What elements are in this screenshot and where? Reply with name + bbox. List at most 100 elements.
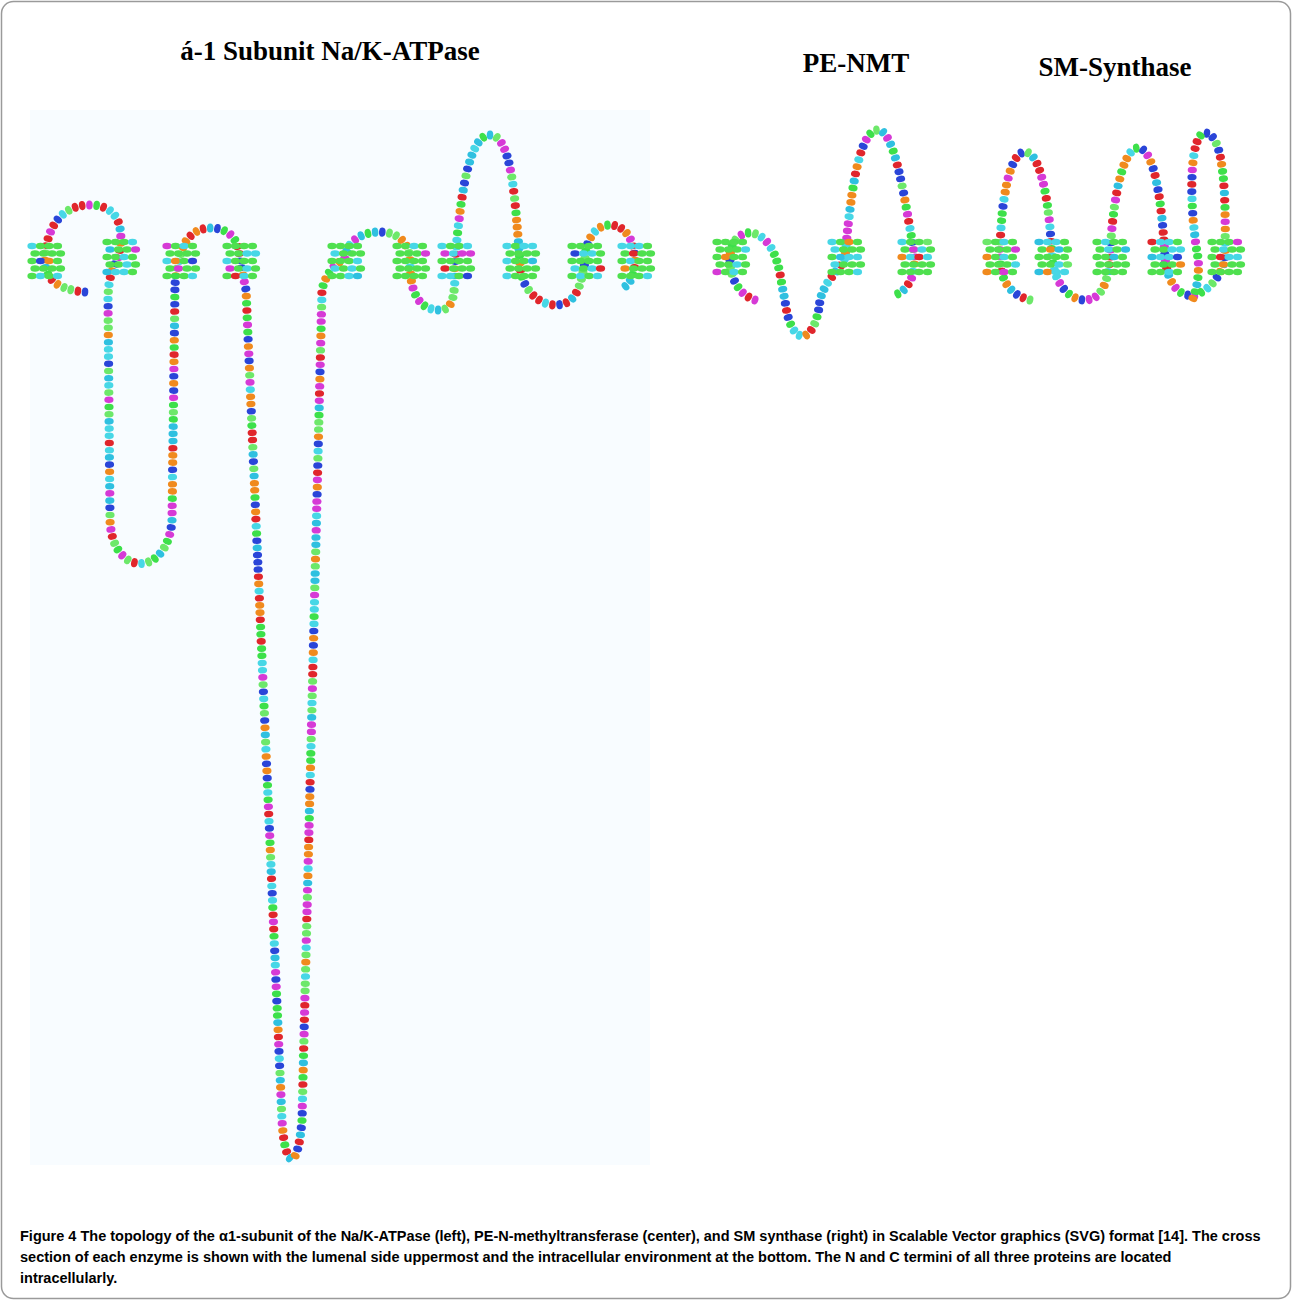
helix-residue — [440, 250, 449, 256]
residue-bead — [505, 166, 515, 174]
residue-bead — [843, 220, 853, 228]
helix-residue — [457, 250, 466, 256]
helix-residue — [900, 261, 909, 267]
helix-residue — [900, 246, 909, 252]
residue-bead — [317, 318, 326, 325]
helix-residue — [418, 243, 427, 249]
helix-residue — [412, 250, 421, 256]
helix-residue — [36, 243, 45, 249]
residue-bead — [1026, 295, 1035, 306]
helix-residue — [454, 243, 463, 249]
helix-residue — [626, 243, 635, 249]
residue-bead — [356, 230, 366, 241]
residue-bead — [249, 473, 258, 480]
helix-residue — [179, 258, 188, 264]
residue-bead — [486, 130, 493, 140]
helix-residue — [926, 246, 935, 252]
helix-residue — [531, 250, 540, 256]
helix-residue — [994, 246, 1003, 252]
helix-residue — [729, 239, 738, 245]
residue-bead — [310, 592, 319, 599]
residue-bead — [280, 1141, 290, 1149]
helix-residue — [982, 239, 991, 245]
helix-residue — [897, 254, 906, 260]
helix-residue — [1109, 254, 1118, 260]
residue-bead — [171, 272, 181, 280]
atpase-chain — [45, 135, 635, 1159]
sm-synthase-chain — [1000, 133, 1225, 305]
residue-bead — [306, 764, 315, 771]
residue-bead — [303, 894, 312, 901]
helix-residue — [579, 250, 588, 256]
residue-bead — [292, 1145, 303, 1154]
residue-bead — [271, 962, 280, 969]
residue-bead — [309, 642, 318, 649]
helix-residue — [502, 243, 511, 249]
residue-bead — [999, 195, 1009, 203]
residue-bead — [265, 832, 274, 839]
residue-bead — [252, 537, 261, 544]
helix-residue — [1043, 269, 1052, 275]
helix-residue — [1167, 261, 1176, 267]
helix-residue — [1063, 261, 1072, 267]
helix-residue — [454, 273, 463, 279]
residue-bead — [317, 289, 326, 296]
helix-residue — [1210, 261, 1219, 267]
helix-residue — [222, 243, 231, 249]
helix-residue — [839, 246, 848, 252]
residue-bead — [302, 923, 311, 930]
residue-bead — [310, 606, 319, 613]
residue-bead — [259, 688, 268, 695]
helix-residue — [856, 246, 865, 252]
residue-bead — [894, 168, 904, 177]
helix-residue — [1207, 269, 1216, 275]
residue-bead — [168, 495, 177, 502]
residue-bead — [305, 815, 314, 822]
residue-bead — [379, 227, 386, 237]
helix-residue — [171, 243, 180, 249]
helix-residue — [1051, 269, 1060, 275]
residue-bead — [297, 1117, 307, 1124]
helix-residue — [721, 269, 730, 275]
residue-bead — [106, 525, 116, 533]
residue-bead — [300, 1016, 309, 1023]
helix-residue — [225, 265, 234, 271]
residue-bead — [169, 373, 178, 380]
residue-bead — [316, 332, 325, 339]
helix-residue — [122, 246, 131, 252]
residue-bead — [105, 440, 114, 447]
helix-residue — [119, 254, 128, 260]
residue-bead — [169, 380, 178, 387]
helix-residue — [906, 269, 915, 275]
residue-bead — [248, 451, 257, 458]
residue-bead — [207, 223, 214, 232]
helix-residue — [502, 273, 511, 279]
helix-residue — [401, 273, 410, 279]
helix-residue — [222, 273, 231, 279]
residue-bead — [783, 313, 794, 322]
helix-residue — [248, 243, 257, 249]
residue-bead — [312, 505, 321, 512]
residue-bead — [302, 944, 311, 951]
helix-residue — [1112, 246, 1121, 252]
residue-bead — [812, 312, 823, 321]
helix-residue — [643, 273, 652, 279]
helix-residue — [111, 254, 120, 260]
helix-residue — [437, 258, 446, 264]
residue-bead — [1192, 281, 1202, 289]
residue-bead — [314, 426, 323, 433]
residue-bead — [104, 317, 113, 324]
helix-residue — [174, 250, 183, 256]
helix-residue — [1216, 269, 1225, 275]
residue-bead — [371, 227, 378, 237]
helix-residue — [336, 258, 345, 264]
residue-bead — [272, 1005, 281, 1012]
residue-bead — [310, 577, 319, 584]
residue-bead — [167, 517, 176, 524]
helix-residue — [593, 273, 602, 279]
helix-residue — [909, 246, 918, 252]
residue-bead — [315, 390, 324, 397]
residue-bead — [305, 786, 314, 793]
residue-bead — [247, 415, 256, 422]
residue-bead — [1116, 167, 1127, 176]
